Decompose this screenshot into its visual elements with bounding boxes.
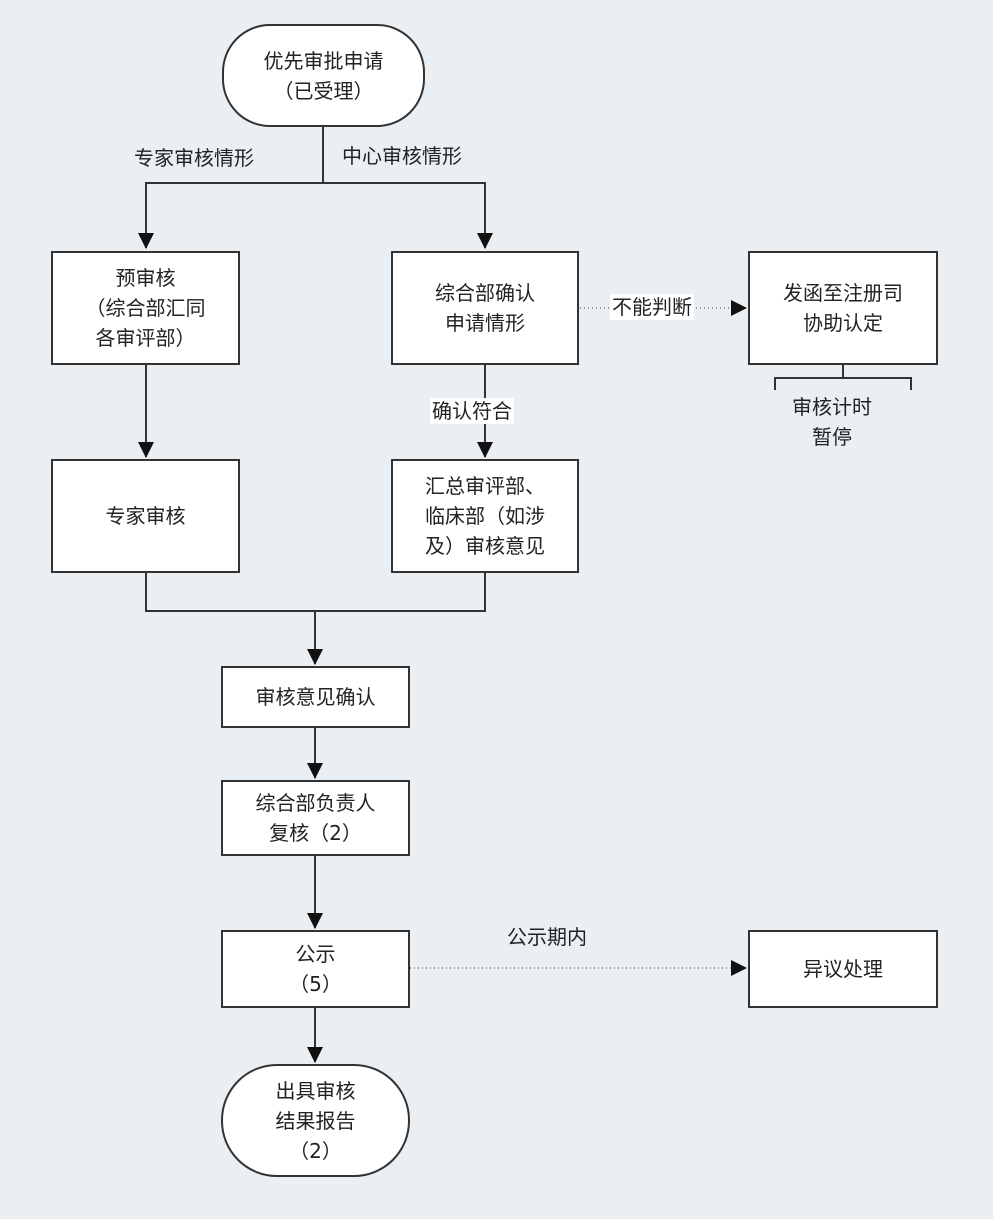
opinion-confirm-node: 审核意见确认: [221, 666, 410, 728]
label-timer-pause: 审核计时 暂停: [792, 395, 872, 449]
label-during-publicity: 公示期内: [507, 925, 587, 949]
connector-expert-merge: [145, 573, 486, 612]
expert-review-node: 专家审核: [51, 459, 240, 573]
summary-node: 汇总审评部、 临床部（如涉 及）审核意见: [391, 459, 579, 573]
connector-letter-bracket: [774, 365, 912, 390]
connector-start-split: [138, 126, 324, 249]
send-letter-node: 发函至注册司 协助认定: [748, 251, 938, 365]
label-cannot-judge: 不能判断: [610, 294, 694, 320]
publicity-node: 公示 （5）: [221, 930, 410, 1008]
pre-review-node: 预审核 （综合部汇同 各审评部）: [51, 251, 240, 365]
head-recheck-node: 综合部负责人 复核（2）: [221, 780, 410, 856]
label-expert-case: 专家审核情形: [134, 146, 254, 170]
label-center-case: 中心审核情形: [342, 144, 462, 168]
confirm-apply-node: 综合部确认 申请情形: [391, 251, 579, 365]
end-node: 出具审核 结果报告 （2）: [221, 1064, 410, 1177]
start-node: 优先审批申请 （已受理）: [222, 24, 425, 127]
objection-node: 异议处理: [748, 930, 938, 1008]
connector-split-center: [323, 182, 493, 249]
label-confirm-match: 确认符合: [430, 398, 514, 424]
